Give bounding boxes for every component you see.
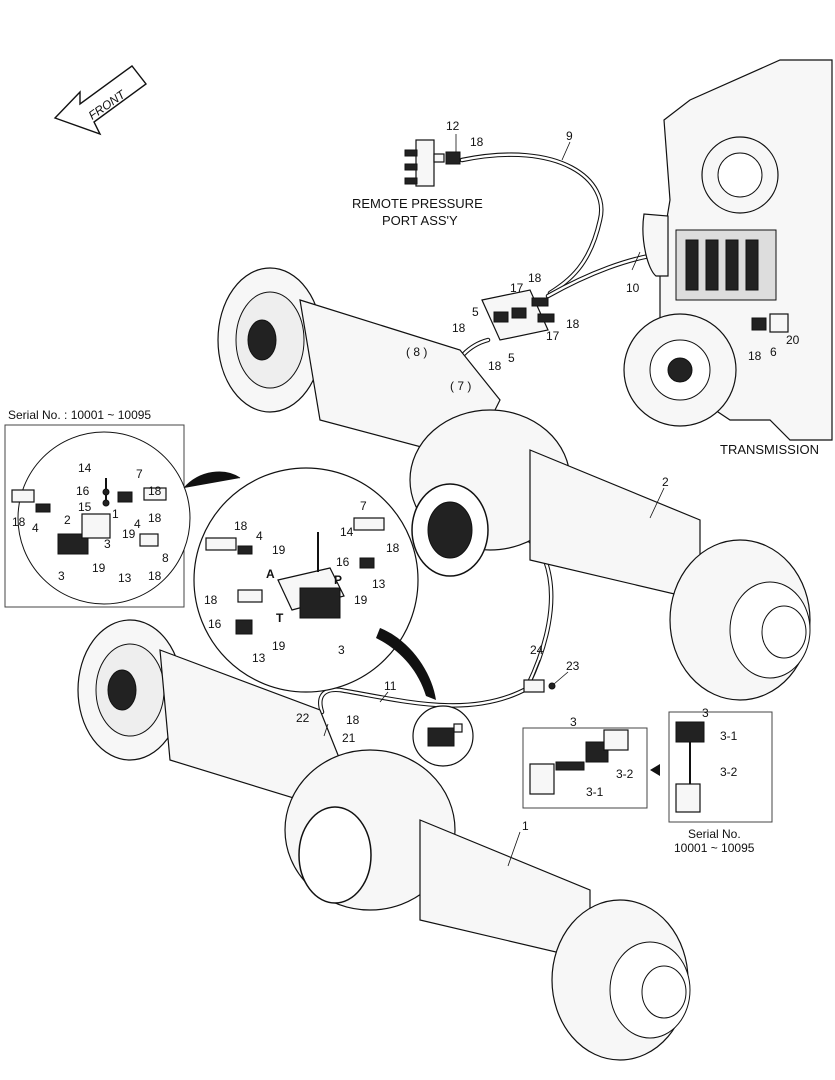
detail-label-3: 3 [338, 643, 345, 657]
callout-12: 12 [446, 119, 460, 133]
callout-18b: 18 [528, 271, 542, 285]
callout-18c: 18 [566, 317, 580, 331]
hose-11 [318, 685, 531, 715]
callout-24: 24 [530, 643, 544, 657]
detail-label-18a: 18 [234, 519, 248, 533]
transmission-caption: TRANSMISSION [720, 442, 819, 457]
inset-br-label-3-1: 3-1 [720, 729, 738, 743]
inset-left-label-4b: 4 [32, 521, 39, 535]
inset-left-label-19a: 19 [122, 527, 136, 541]
detail-label-19b: 19 [354, 593, 368, 607]
callout-20: 20 [786, 333, 800, 347]
callout-18d: 18 [452, 321, 466, 335]
detail-label-16a: 16 [336, 555, 350, 569]
detail-label-18b: 18 [386, 541, 400, 555]
detail-label-4: 4 [256, 529, 263, 543]
callout-5a: 5 [472, 305, 479, 319]
callout-9: 9 [566, 129, 573, 143]
leader-lines [323, 134, 665, 867]
inset-br-serial-1: Serial No. [688, 827, 741, 841]
callout-7: ( 7 ) [450, 379, 471, 393]
detail-label-16b: 16 [208, 617, 222, 631]
inset-bottom-right [668, 711, 773, 823]
callout-8: ( 8 ) [406, 345, 427, 359]
inset-left-label-18c: 18 [148, 511, 162, 525]
detail-label-19a: 19 [272, 543, 286, 557]
front-arrow-icon: FRONT [53, 65, 147, 136]
detail-label-T: T [276, 611, 284, 625]
detail-label-14: 14 [340, 525, 354, 539]
detail-label-A: A [266, 567, 275, 581]
callout-10: 10 [626, 281, 640, 295]
inset-left-label-18a: 18 [148, 484, 162, 498]
callout-21: 21 [342, 731, 356, 745]
inset-left-label-15: 15 [78, 500, 92, 514]
inset-left-label-3a: 3 [104, 537, 111, 551]
callout-18a: 18 [470, 135, 484, 149]
callout-22: 22 [296, 711, 310, 725]
detail-label-13a: 13 [372, 577, 386, 591]
inset-left-label-2: 2 [64, 513, 71, 527]
inset-left-label-18d: 18 [148, 569, 162, 583]
inset-left-label-14: 14 [78, 461, 92, 475]
inset-br-number: 3 [702, 706, 709, 720]
detail-circle [193, 467, 419, 693]
inset-left-label-19b: 19 [92, 561, 106, 575]
callout-18g: 18 [346, 713, 360, 727]
detail-label-13b: 13 [252, 651, 266, 665]
solenoid-valve-small [412, 705, 474, 767]
inset-left-label-4a: 4 [134, 517, 141, 531]
callout-18f: 18 [748, 349, 762, 363]
remote-port-caption-1: REMOTE PRESSURE [352, 196, 483, 211]
callout-2: 2 [662, 475, 669, 489]
inset-middle-right [522, 727, 660, 809]
detail-label-7: 7 [360, 499, 367, 513]
inset-mid-label-3-1: 3-1 [586, 785, 604, 799]
callout-17a: 17 [510, 281, 524, 295]
inset-left-label-8: 8 [162, 551, 169, 565]
inset-left-label-13: 13 [118, 571, 132, 585]
inset-left [4, 424, 191, 608]
inset-left-label-1: 1 [112, 507, 119, 521]
pressure-manifold [481, 289, 555, 341]
detail-label-18c: 18 [204, 593, 218, 607]
callout-17b: 17 [546, 329, 560, 343]
callout-1: 1 [522, 819, 529, 833]
transmission-housing [623, 59, 833, 441]
callout-11: 11 [384, 679, 397, 693]
callout-18e: 18 [488, 359, 502, 373]
inset-left-label-7: 7 [136, 467, 143, 481]
callout-23: 23 [566, 659, 580, 673]
tee-fitting-23 [523, 679, 556, 693]
inset-br-label-3-2: 3-2 [720, 765, 738, 779]
callout-5b: 5 [508, 351, 515, 365]
inset-mid-number: 3 [570, 715, 577, 729]
inset-mid-label-3-2: 3-2 [616, 767, 634, 781]
callout-6: 6 [770, 345, 777, 359]
inset-br-serial-2: 10001 ~ 10095 [674, 841, 755, 855]
inset-left-title: Serial No. : 10001 ~ 10095 [8, 408, 151, 422]
detail-label-P: P [334, 573, 342, 587]
inset-left-label-16: 16 [76, 484, 90, 498]
hose-9 [459, 152, 604, 296]
rear-axle [217, 267, 811, 701]
front-axle [77, 619, 691, 1061]
remote-pressure-port-block [404, 139, 461, 187]
inset-left-label-3b: 3 [58, 569, 65, 583]
remote-port-caption-2: PORT ASS'Y [382, 213, 458, 228]
detail-label-19c: 19 [272, 639, 286, 653]
inset-left-label-18b: 18 [12, 515, 26, 529]
